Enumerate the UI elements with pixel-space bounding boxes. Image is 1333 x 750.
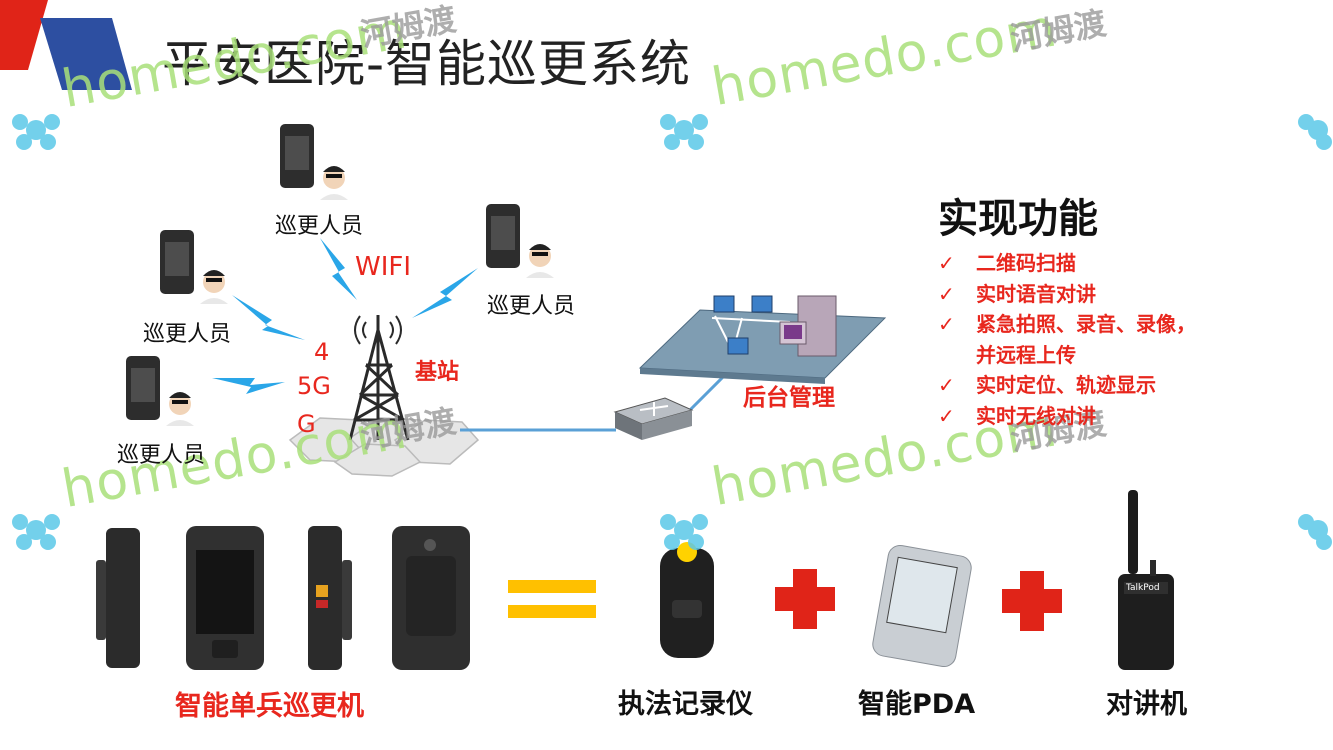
patrol-device-group [126, 356, 194, 426]
corner-logo [0, 0, 132, 90]
check-icon: ✓ [938, 281, 955, 306]
base-platform [288, 417, 480, 477]
patrol-staff-label: 巡更人员 [487, 294, 576, 319]
feature-item: ✓ 实时定位、轨迹显示 [938, 370, 1196, 401]
computer-icon [713, 295, 735, 313]
server-icon [797, 295, 837, 357]
feature-text: 实时定位、轨迹显示 [976, 373, 1156, 398]
check-icon: ✓ [938, 373, 955, 398]
patrol-device-group [486, 204, 554, 278]
device-label: 智能单兵巡更机 [175, 691, 364, 722]
feature-text: 实时语音对讲 [976, 281, 1096, 306]
watermark-flower-icon [1298, 514, 1332, 550]
plus-icon [775, 569, 835, 629]
lightning-icon [412, 268, 478, 318]
network-g-label: G [297, 410, 316, 438]
lightning-icon [232, 295, 305, 340]
backend-label: 后台管理 [743, 385, 835, 411]
patrol-device-group [160, 230, 228, 304]
watermark-flower-icon [12, 514, 60, 550]
patrol-staff-label: 巡更人员 [275, 214, 364, 239]
feature-text: 并远程上传 [976, 342, 1076, 367]
radio-icon [1118, 490, 1174, 670]
patrol-device-back-view [392, 526, 470, 670]
feature-text: 紧急拍照、录音、录像， [976, 312, 1196, 337]
patrol-device-side-view [308, 526, 352, 670]
feature-item-continuation: 并远程上传 [938, 340, 1196, 371]
patrol-device-front-view [186, 526, 264, 670]
feature-text: 二维码扫描 [976, 251, 1076, 275]
feature-text: 实时无线对讲 [976, 403, 1096, 428]
patrol-staff-label: 巡更人员 [117, 443, 206, 468]
recorder-icon [660, 542, 714, 658]
feature-item: ✓ 紧急拍照、录音、录像， [938, 309, 1196, 340]
wifi-label: WIFI [355, 252, 411, 282]
feature-item: ✓ 实时无线对讲 [938, 401, 1196, 432]
tower-icon [348, 315, 410, 441]
lightning-icon [212, 378, 285, 394]
patrol-staff-label: 巡更人员 [143, 322, 232, 347]
check-icon: ✓ [938, 251, 955, 275]
backend-platform [638, 295, 887, 384]
features-title: 实现功能 [938, 196, 1098, 242]
watermark-flower-icon [12, 114, 60, 150]
radio-brand-text: TalkPod [1126, 583, 1160, 593]
equals-icon [508, 580, 596, 618]
feature-item: ✓ 实时语音对讲 [938, 279, 1196, 310]
network-4g-label: 4 [314, 338, 330, 366]
plus-icon [1002, 571, 1062, 631]
features-list: ✓ 二维码扫描 ✓ 实时语音对讲 ✓ 紧急拍照、录音、录像， 并远程上传 ✓ 实时定位、… [938, 248, 1196, 432]
check-icon: ✓ [938, 403, 955, 428]
switch-icon [613, 397, 694, 440]
watermark-flower-icon [660, 114, 708, 150]
lightning-icon [320, 238, 357, 300]
page-title: 平安医院-智能巡更系统 [162, 35, 692, 93]
pda-label: 智能PDA [858, 689, 976, 720]
feature-item: ✓ 二维码扫描 [938, 248, 1196, 279]
watermark-flower-icon [660, 514, 708, 550]
network-5g-label: 5G [297, 372, 331, 400]
computer-icon [751, 295, 773, 313]
watermark-flower-icon [1298, 114, 1332, 150]
computer-icon [727, 337, 749, 355]
check-icon: ✓ [938, 312, 955, 337]
patrol-device-side-view [96, 528, 140, 668]
recorder-label: 执法记录仪 [618, 689, 753, 720]
patrol-device-group [280, 124, 348, 200]
base-station-label: 基站 [415, 360, 460, 385]
radio-label: 对讲机 [1106, 689, 1187, 720]
pda-icon [872, 544, 972, 668]
